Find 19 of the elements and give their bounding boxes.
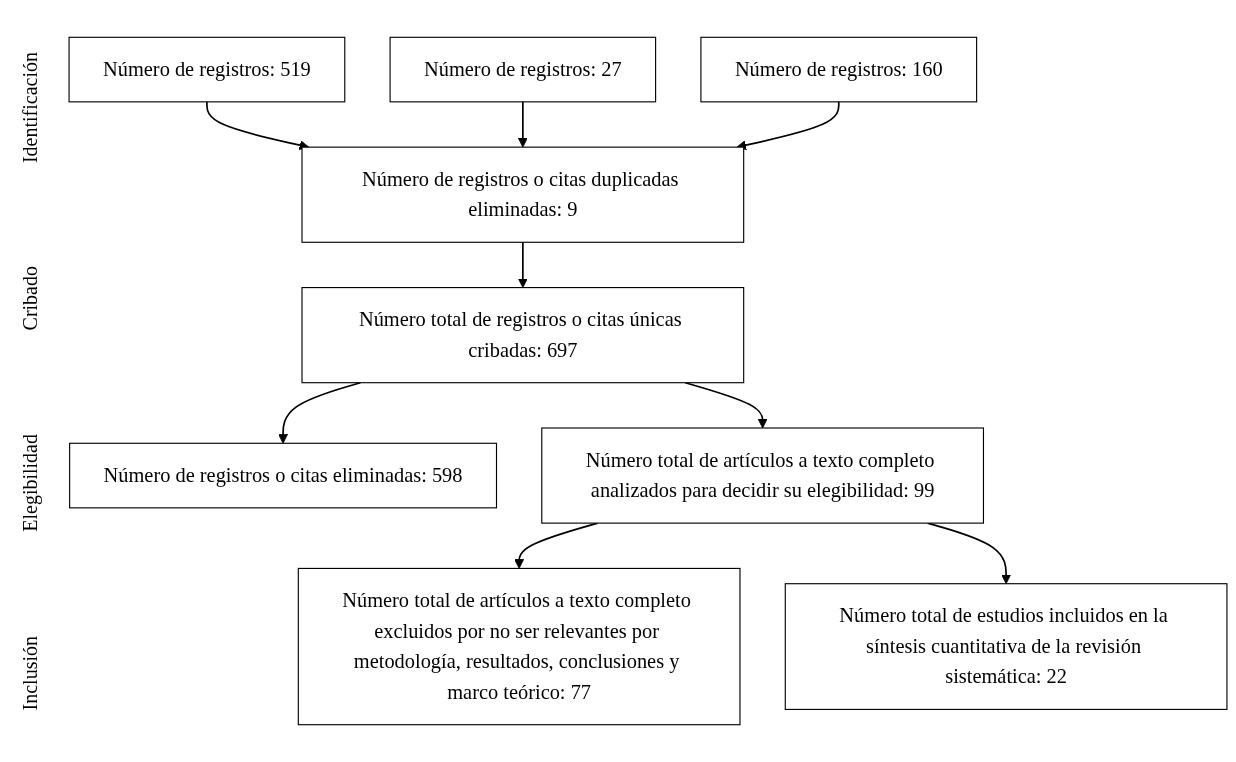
node-box: Número de registros o citas eliminadas: 598 — [69, 442, 498, 509]
node-box: Número de registros: 27 — [389, 36, 657, 103]
node-box: Número total de artículos a texto completo excluidos por no ser relevantes por metodología, resultados, conclusiones y marco teórico: 77 — [297, 567, 741, 726]
arrow — [517, 241, 528, 288]
arrow — [517, 101, 528, 148]
arrow — [684, 381, 768, 429]
node-box: Número total de registros o citas únicas cribadas: 697 — [301, 287, 745, 384]
node-box: Número total de estudios incluidos en la síntesis cuantitativa de la revisión sistemática: 22 — [784, 583, 1228, 710]
stage-label: Inclusión — [18, 635, 42, 711]
stage-label: Cribado — [18, 266, 42, 331]
node-box: Número de registros o citas duplicadas eliminadas: 9 — [301, 146, 745, 243]
arrow — [206, 101, 310, 151]
stage-label: Identificación — [18, 51, 42, 163]
stage-label: Elegibilidad — [18, 434, 42, 533]
node-box: Número total de artículos a texto completo analizados para decidir su elegibilidad: 99 — [541, 427, 985, 524]
arrow — [278, 381, 362, 444]
node-box: Número de registros: 519 — [68, 36, 346, 103]
arrow — [736, 101, 840, 151]
node-box: Número de registros: 160 — [700, 36, 978, 103]
